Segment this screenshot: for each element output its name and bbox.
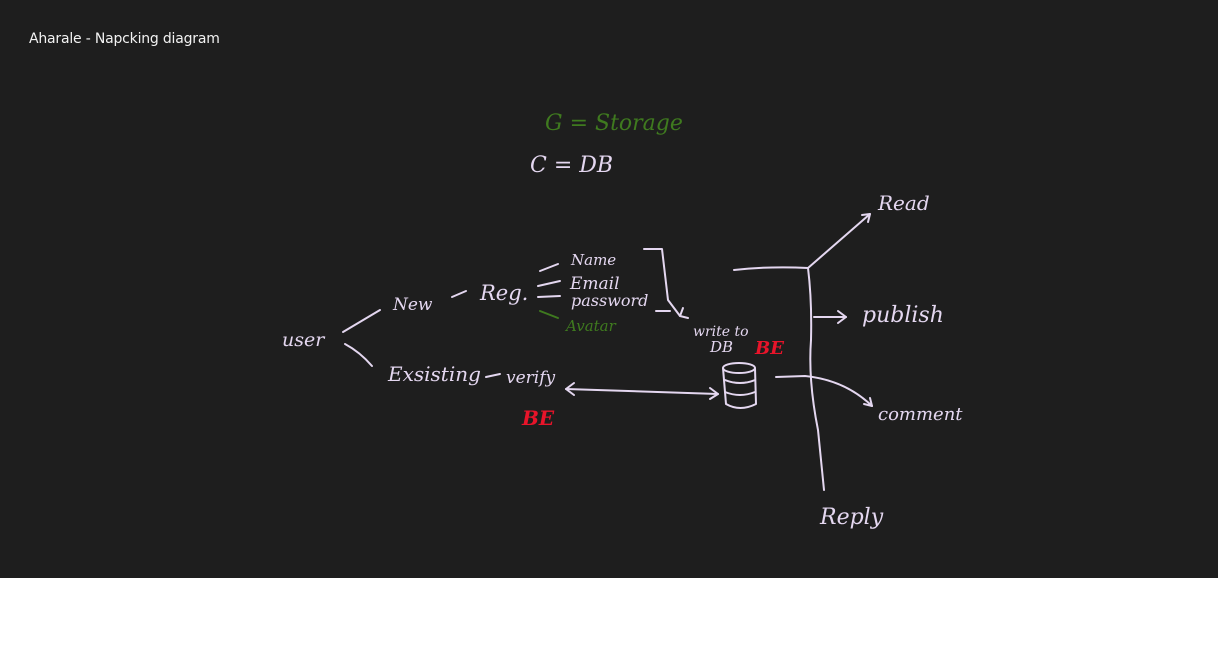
edge-trunk: [807, 267, 825, 491]
node-existing: Exsisting: [387, 362, 481, 386]
node-reg: Reg.: [479, 281, 528, 305]
bracket-arrowhead: [679, 307, 689, 319]
edge-user-existing: [344, 343, 373, 367]
database-icon: [722, 362, 757, 409]
legend-db: C = DB: [530, 153, 613, 178]
arrowhead-comment: [863, 397, 873, 407]
field-avatar: Avatar: [564, 317, 617, 335]
node-verify: verify: [506, 368, 556, 388]
edge-comment: [775, 375, 873, 407]
legend-storage: G = Storage: [545, 111, 683, 136]
node-reply: Reply: [819, 505, 884, 530]
edge-top-branch: [733, 266, 809, 271]
edge-reg-name: [539, 263, 559, 272]
field-email: Email: [569, 274, 620, 294]
edge-reg-avatar: [539, 310, 559, 319]
arrowhead-read: [861, 213, 871, 223]
whiteboard-canvas[interactable]: Aharale - Napcking diagram G = Storage C…: [0, 0, 1218, 578]
sketch-drawing: G = Storage C = DB user New Reg. Name Em…: [282, 111, 963, 530]
edge-new-reg: [451, 290, 467, 298]
edge-existing-verify: [485, 373, 501, 378]
label-db: DB: [709, 338, 733, 356]
arrow-head-left: [565, 382, 575, 396]
node-read: Read: [877, 191, 930, 215]
board-title: Aharale - Napcking diagram: [29, 31, 220, 47]
label-write-to: write to: [693, 324, 749, 340]
arrowhead-publish: [837, 310, 847, 324]
node-user: user: [282, 329, 326, 351]
bracket-fields: [643, 248, 681, 317]
label-be-db: BE: [754, 338, 784, 359]
arrow-head-right: [709, 387, 719, 400]
edge-reg-email: [537, 280, 561, 287]
node-comment: comment: [878, 404, 963, 425]
node-publish: publish: [862, 303, 944, 328]
field-password: password: [571, 291, 648, 310]
field-name: Name: [570, 251, 616, 269]
edge-reg-password: [537, 295, 561, 298]
edge-user-new: [342, 309, 381, 333]
arrow-verify-db: [565, 388, 719, 395]
edge-read: [807, 213, 871, 269]
label-be-verify: BE: [521, 406, 555, 430]
node-new: New: [392, 295, 433, 315]
